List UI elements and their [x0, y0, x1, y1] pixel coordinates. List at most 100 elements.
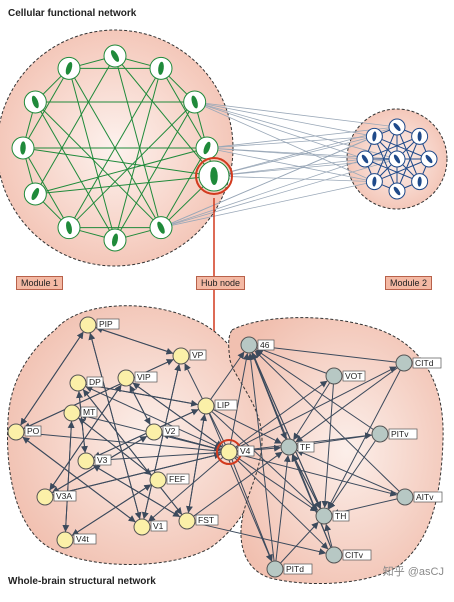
structural-edge [231, 459, 273, 562]
cell-node [411, 127, 429, 145]
module1-link [160, 147, 208, 228]
region-node: VOT [325, 367, 366, 385]
module2-label: Module 2 [385, 276, 433, 290]
region-node: V4 [220, 443, 255, 461]
cell-node [365, 173, 383, 191]
region-label-box [195, 514, 219, 526]
inter-module-link [206, 135, 375, 149]
region-node: MT [63, 404, 98, 422]
region-label: LIP [217, 400, 230, 410]
inter-module-link [194, 101, 375, 137]
structural-edge [187, 413, 208, 514]
inter-module-link [160, 126, 398, 229]
structural-edge [293, 382, 331, 441]
region-label-box [214, 399, 238, 411]
region-label: FEF [169, 474, 185, 484]
structural-edge [235, 380, 328, 448]
region-label-box [134, 371, 158, 383]
region-label-box [24, 425, 42, 437]
structural-edge [295, 367, 398, 443]
region-node: PO [7, 423, 42, 441]
region-label-box [388, 428, 418, 440]
structural-edge [235, 366, 397, 449]
region-label-box [150, 520, 168, 532]
cell-node [388, 150, 406, 168]
region-node: V2 [145, 423, 180, 441]
structural-edge [129, 385, 151, 426]
structural-edge [148, 456, 224, 522]
inter-module-link [160, 158, 398, 229]
structural-edge [234, 457, 329, 550]
structural-edge [132, 382, 223, 448]
cell-node [420, 150, 438, 168]
region-label: FST [198, 515, 214, 525]
region-label: TF [300, 442, 310, 452]
structural-edge [143, 363, 182, 520]
region-label-box [257, 339, 275, 351]
region-node: VIP [117, 369, 158, 387]
region-label-box [189, 349, 207, 361]
structural-edge [280, 521, 319, 564]
module1-link [68, 68, 162, 228]
module2-link [373, 126, 398, 182]
region-label: PITv [391, 429, 409, 439]
inter-module-link [160, 181, 375, 229]
cell-node [183, 90, 207, 114]
cell-node [356, 150, 374, 168]
structural-edge [208, 413, 273, 562]
module1-link [34, 101, 116, 241]
module1-link [22, 147, 70, 228]
region-node: LIP [197, 397, 238, 415]
hub-cell-node [195, 157, 233, 195]
region-label: V3 [97, 455, 108, 465]
region-node: V3 [77, 452, 112, 470]
structural-edge [52, 453, 222, 497]
inter-module-link [213, 175, 375, 183]
region-label-box [162, 425, 180, 437]
structural-edge [254, 350, 400, 492]
region-node: PITd [266, 560, 313, 578]
region-label: PO [27, 426, 40, 436]
structural-edge [321, 383, 334, 509]
region-label-box [73, 533, 97, 545]
structural-edge [212, 409, 282, 444]
region-label: CITd [415, 358, 434, 368]
cell-node [149, 56, 173, 80]
region-node: PIP [79, 316, 120, 334]
structural-edge [275, 454, 291, 562]
region-label: MT [83, 407, 95, 417]
structural-edge [64, 420, 75, 533]
module1-link [34, 101, 162, 229]
inter-module-link [194, 101, 398, 160]
structural-edge [291, 454, 332, 548]
structural-edge [23, 358, 174, 429]
cell-node [149, 216, 173, 240]
region-label: CITv [345, 550, 364, 560]
module1-link [22, 147, 215, 177]
region-label: VP [192, 350, 204, 360]
region-label-box [166, 473, 190, 485]
cell-node [57, 216, 81, 240]
region-label: VOT [345, 371, 362, 381]
cell-node [23, 90, 47, 114]
watermark-text: 知乎 @asCJ [382, 566, 444, 578]
inter-module-link [194, 101, 375, 182]
module1-link [114, 101, 196, 241]
structural-edge [78, 417, 152, 476]
cell-node [23, 182, 47, 206]
region-node: TF [280, 438, 315, 456]
region-node: FST [178, 512, 219, 530]
region-label-box [283, 563, 313, 575]
inter-module-link [160, 158, 366, 229]
module2-link [374, 158, 430, 183]
cell-node [365, 127, 383, 145]
module1-link [160, 68, 208, 149]
structural-edge [71, 483, 152, 536]
module2-link [374, 135, 430, 160]
structural-edge [324, 523, 333, 548]
structural-edge [327, 369, 401, 509]
inter-module-link [194, 101, 366, 160]
